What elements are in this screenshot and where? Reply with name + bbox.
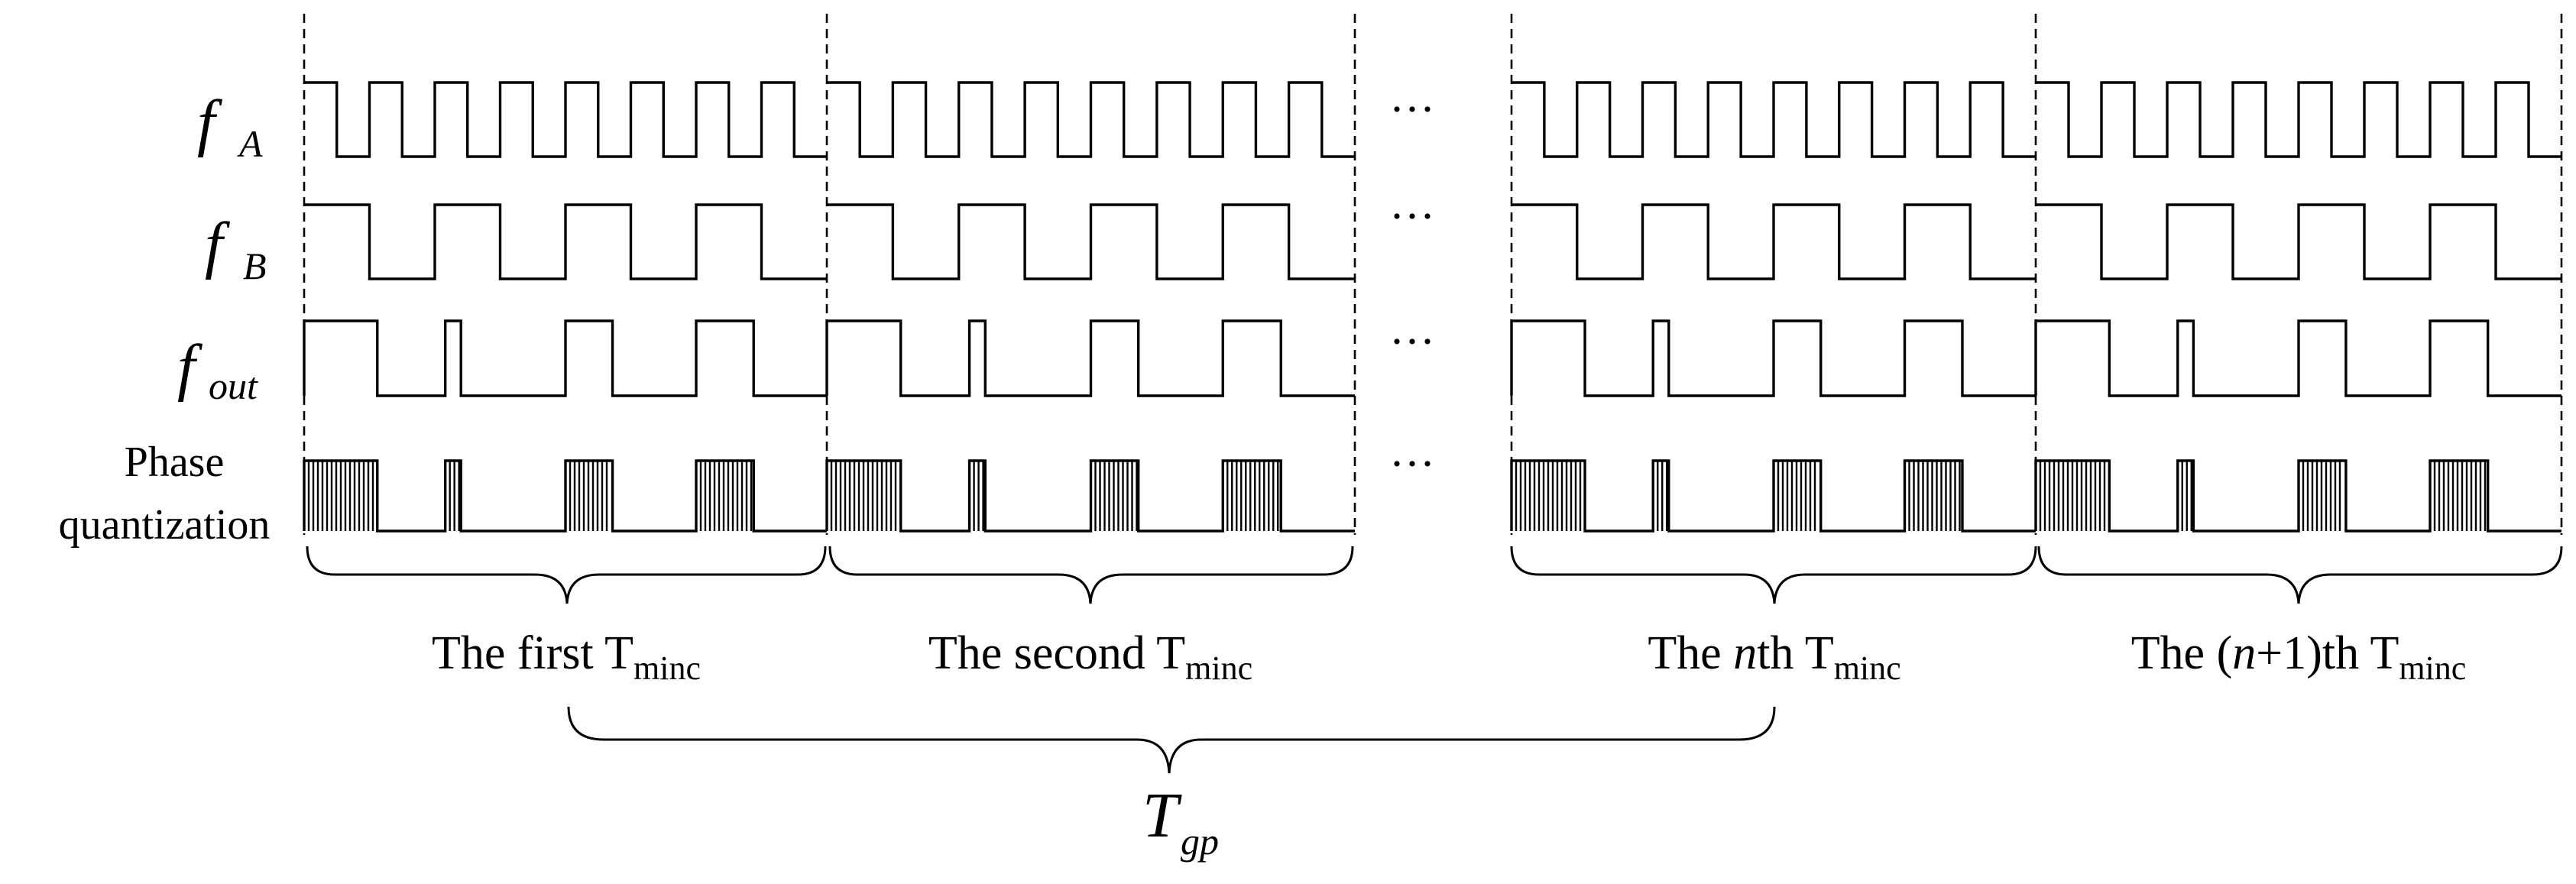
label-phase: Phase	[125, 439, 225, 486]
total-period-symbol: T	[1142, 780, 1182, 851]
phase-quantization-waveform	[1510, 459, 2561, 533]
fB-waveform	[1512, 203, 2561, 280]
interval-brace	[1510, 546, 2037, 604]
label-fout-subscript: out	[209, 364, 258, 407]
interval-brace	[828, 546, 1354, 604]
label-fA-subscript: A	[237, 122, 263, 165]
ellipsis-group: ··· ··· ··· ···	[1389, 84, 1435, 489]
waveforms	[303, 81, 2561, 533]
interval-guides	[303, 14, 2563, 535]
fA-waveform	[1512, 81, 2561, 158]
total-period-subscript: gp	[1181, 820, 1219, 863]
ellipsis-phase: ···	[1389, 439, 1435, 489]
total-period-brace	[567, 706, 1776, 774]
interval-label-second: The second Tminc	[928, 627, 1252, 687]
ellipsis-fout: ···	[1389, 316, 1435, 367]
interval-label-nth: The nth Tminc	[1648, 627, 1900, 687]
interval-brace	[2037, 546, 2563, 604]
interval-braces	[306, 546, 2563, 604]
phase-quantization-waveform	[303, 459, 1355, 533]
interval-label-first: The first Tminc	[432, 627, 701, 687]
label-phase-quantization: Phase quantization	[59, 439, 271, 549]
ellipsis-fA: ···	[1389, 84, 1435, 134]
label-fA-symbol: f	[197, 87, 223, 158]
label-fout: f out	[177, 332, 258, 407]
label-fB-symbol: f	[205, 209, 231, 280]
label-fB-subscript: B	[243, 244, 267, 287]
fA-waveform	[304, 81, 1355, 158]
label-fout-symbol: f	[177, 332, 203, 403]
interval-label-n-plus-1: The (n+1)th Tminc	[2131, 627, 2467, 687]
label-fB: f B	[205, 209, 267, 287]
phase-quantization-pulse-ticks	[307, 461, 2487, 531]
label-quantization: quantization	[59, 501, 271, 549]
interval-brace	[306, 546, 827, 604]
fB-waveform	[304, 203, 1355, 280]
fout-waveform	[1510, 319, 2561, 397]
fout-waveform	[303, 319, 1355, 397]
label-fA: f A	[197, 87, 263, 165]
total-period-label: T gp	[1142, 780, 1219, 863]
ellipsis-fB: ···	[1389, 191, 1435, 241]
